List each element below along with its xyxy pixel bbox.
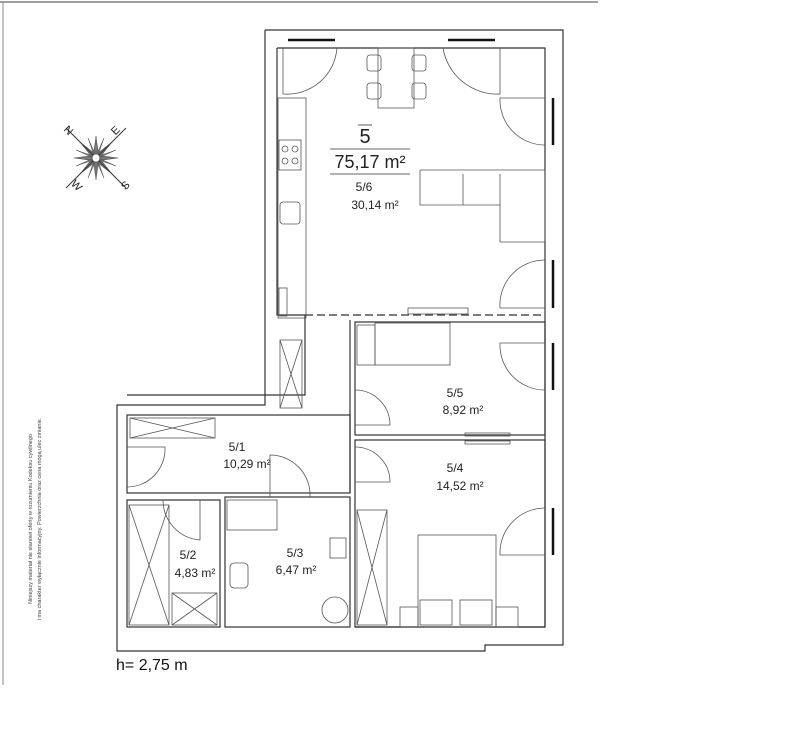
svg-text:4,83 m²: 4,83 m² — [175, 566, 216, 580]
furniture — [128, 47, 546, 628]
room-5-3-label: 5/3 6,47 m² — [276, 546, 317, 577]
room-5-6-label: 5/6 30,14 m² — [351, 180, 398, 212]
ceiling-height: h= 2,75 m — [116, 657, 188, 674]
disclaimer-text: Niniejszy materiał nie stanowi oferty w … — [27, 379, 45, 659]
compass-e-label: E — [109, 124, 123, 138]
svg-text:5/3: 5/3 — [287, 546, 304, 560]
apartment-total-area: 75,17 m² — [334, 152, 405, 172]
svg-text:30,14 m²: 30,14 m² — [351, 198, 398, 212]
room-5-2-label: 5/2 4,83 m² — [175, 548, 216, 580]
svg-text:14,52 m²: 14,52 m² — [436, 479, 483, 493]
door-swings — [126, 47, 546, 556]
room-5-4-label: 5/4 14,52 m² — [436, 461, 483, 493]
svg-text:5/2: 5/2 — [180, 548, 197, 562]
compass-w-label: W — [68, 178, 84, 194]
compass-rose-icon — [65, 127, 127, 189]
apartment-number: 5 — [359, 126, 370, 148]
svg-text:8,92 m²: 8,92 m² — [443, 403, 484, 417]
room-5-5-label: 5/5 8,92 m² — [443, 386, 484, 417]
compass-s-label: S — [119, 179, 133, 193]
svg-text:5/5: 5/5 — [447, 386, 464, 400]
windows — [288, 38, 555, 555]
disclaimer-line-1: Niniejszy materiał nie stanowi oferty w … — [28, 434, 34, 604]
disclaimer-line-2: i ma charakter wyłącznie informacyjny. P… — [37, 417, 43, 621]
svg-text:10,29 m²: 10,29 m² — [223, 457, 270, 471]
compass-n-label: N — [61, 124, 75, 138]
room-5-1-label: 5/1 10,29 m² — [223, 440, 270, 471]
svg-text:6,47 m²: 6,47 m² — [276, 563, 317, 577]
svg-text:5/6: 5/6 — [356, 180, 373, 194]
svg-text:5/1: 5/1 — [229, 440, 246, 454]
svg-text:5/4: 5/4 — [447, 461, 464, 475]
